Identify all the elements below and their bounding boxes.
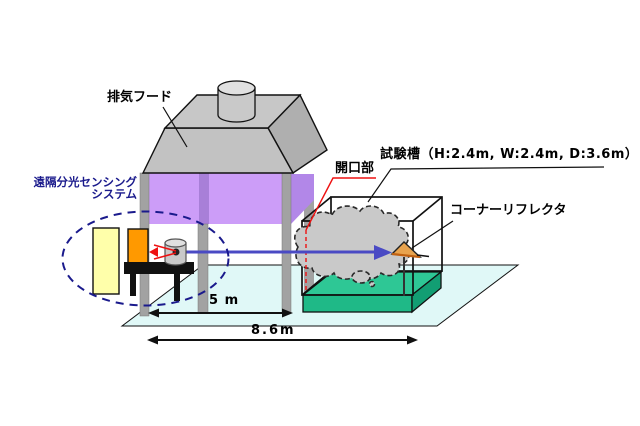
exhaust-duct-cylinder	[217, 87, 256, 123]
exhaust-hood-front-face	[141, 127, 295, 174]
leader-lines	[162, 106, 605, 249]
sensor-red-arrow-lower	[153, 252, 177, 260]
chamber-leader-line	[367, 166, 605, 203]
sensing-system-ellipse	[61, 210, 230, 307]
sensing-table-leg-right	[174, 274, 180, 301]
hood-curtain-side	[291, 174, 314, 224]
sensing-table-leg-left	[130, 274, 136, 296]
smoke-cloud-body	[294, 205, 410, 280]
hood-curtain-front	[149, 173, 290, 224]
sensing-system-label-line2: システム	[91, 187, 137, 202]
platform-side	[411, 270, 442, 314]
test-chamber-label: 試験槽（H:2.4m, W:2.4m, D:3.6m）	[380, 147, 639, 162]
sensing-panel-yellow	[92, 227, 120, 295]
dim-86m-arrowhead-right	[407, 335, 418, 345]
hood-leg-mid	[197, 223, 209, 314]
reflector-leader-line	[411, 220, 454, 249]
opening-leader-line	[305, 177, 376, 231]
hood-leg-front-right	[281, 172, 292, 314]
corner-reflector-label: コーナーリフレクタ	[450, 203, 567, 218]
opening-marker	[305, 177, 376, 292]
sensor-red-arrow-upper	[153, 244, 177, 252]
sensor-red-arrow	[149, 244, 177, 260]
smoke-puff-small	[368, 280, 376, 288]
sensing-panel-orange	[127, 228, 149, 264]
sensor-red-arrowhead	[149, 247, 158, 257]
platform-front	[302, 294, 413, 313]
hood-leg-behind-curtain	[199, 173, 209, 224]
sensing-system-label: 遠隔分光センシング システム	[25, 175, 138, 202]
reflector-shadow-edge	[391, 252, 421, 259]
dimension-86m-label: 8.6m	[251, 323, 296, 338]
exhaust-hood-label: 排気フード	[107, 90, 173, 105]
dim-86m-arrowhead-left	[147, 335, 158, 345]
sensing-system-label-line1: 遠隔分光センシング	[33, 175, 138, 189]
smoke-cloud	[294, 205, 410, 288]
hood-leader-line	[162, 106, 188, 148]
exhaust-duct-cylinder-top	[217, 80, 256, 96]
reflector-tick	[416, 254, 430, 258]
opening-label: 開口部	[335, 161, 375, 176]
chamber-edge-top-right	[412, 196, 443, 222]
dim-5m-arrowhead-right	[282, 308, 293, 318]
laser-beam-shaft	[186, 250, 375, 254]
laser-beam-arrowhead	[374, 245, 392, 260]
smoke-puff	[351, 270, 371, 284]
dim-5m-arrowhead-left	[148, 308, 159, 318]
laser-beam	[186, 245, 392, 260]
dimension-arrows	[147, 308, 418, 345]
sensor-head-cylinder-top	[164, 238, 187, 248]
dimension-5m-label: 5 m	[209, 293, 240, 308]
